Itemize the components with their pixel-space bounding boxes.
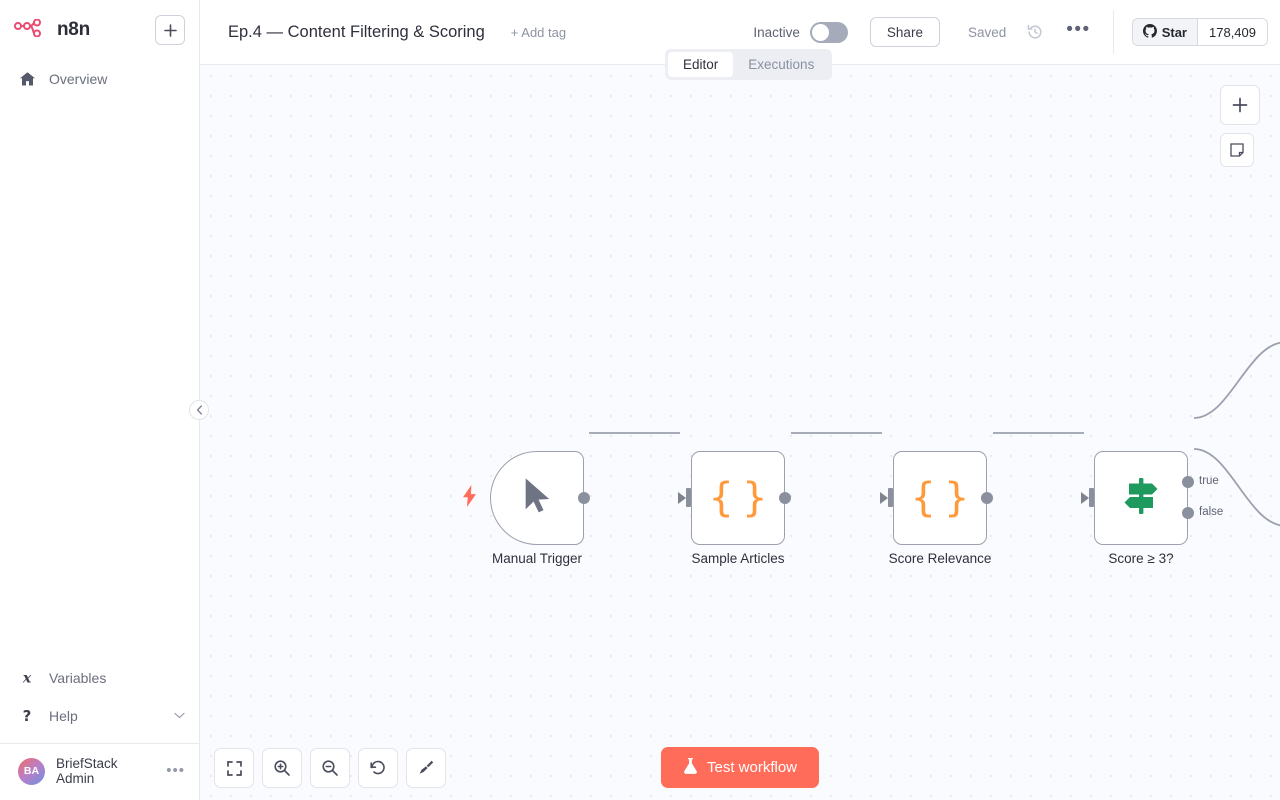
activation-state-label: Inactive [753,24,800,40]
node-body[interactable]: { } [893,451,987,545]
tidy-up-button[interactable] [406,748,446,788]
home-icon [18,71,36,87]
sidebar-item-variables-label: Variables [49,670,107,686]
share-button[interactable]: Share [869,17,940,47]
zoom-to-fit-button[interactable] [214,748,254,788]
code-braces-icon: { } [910,475,970,521]
svg-text:?: ? [23,708,32,724]
reset-zoom-button[interactable] [358,748,398,788]
main-area: Ep.4 — Content Filtering & Scoring + Add… [200,0,1280,800]
n8n-logo-icon [14,18,48,42]
workflow-graph: Manual Trigger { } Sample Articles [200,65,1280,800]
user-menu[interactable]: BA BriefStack Admin ••• [0,744,199,800]
node-body[interactable]: { } [691,451,785,545]
brand-name: n8n [57,19,90,40]
node-title: Score Relevance [888,551,992,566]
github-icon [1142,23,1157,41]
history-icon[interactable] [1026,23,1044,41]
trigger-bolt-icon [462,485,478,511]
workflow-canvas[interactable]: Manual Trigger { } Sample Articles [200,65,1280,800]
tab-executions[interactable]: Executions [748,57,815,72]
zoom-in-button[interactable] [262,748,302,788]
github-star-label: Star [1161,24,1187,40]
variable-icon: x [18,670,36,687]
canvas-top-controls [1220,85,1260,167]
header-divider [1112,10,1114,54]
output-label-true: true [1199,475,1219,487]
input-connector [1081,488,1094,507]
user-menu-dots-icon[interactable]: ••• [166,762,185,779]
sidebar-item-variables[interactable]: x Variables [0,659,199,697]
user-name: BriefStack Admin [56,756,118,786]
header-actions: Inactive Share Saved ••• [753,0,1280,64]
sidebar-header: n8n [0,0,199,46]
add-sticky-note-button[interactable] [1220,133,1254,167]
sidebar-nav: Overview [0,60,199,98]
github-star-button[interactable]: Star 178,409 [1131,18,1268,46]
node-manual-trigger[interactable]: Manual Trigger [490,451,590,566]
connection-edges [589,341,1280,526]
chevron-down-icon [174,711,185,722]
signpost-icon [1118,474,1164,523]
view-tabs: Editor Executions [665,49,833,80]
activate-workflow-toggle[interactable] [809,21,848,43]
output-connector-true[interactable] [1182,476,1194,488]
input-connector [880,488,893,507]
question-icon: ? [18,708,36,724]
flask-icon [683,757,698,778]
code-braces-icon: { } [708,475,768,521]
sidebar-item-help[interactable]: ? Help [0,697,199,735]
sidebar-item-overview[interactable]: Overview [0,60,199,98]
sidebar-collapse-handle[interactable] [189,400,209,420]
canvas-zoom-toolbar [214,748,446,788]
avatar: BA [18,757,45,785]
sidebar-divider [0,743,199,744]
zoom-out-button[interactable] [310,748,350,788]
node-score-check[interactable]: true false Score ≥ 3? [1081,451,1223,566]
add-node-button[interactable] [1220,85,1260,125]
sidebar-item-overview-label: Overview [49,71,108,87]
test-workflow-button[interactable]: Test workflow [660,747,820,788]
create-workflow-button[interactable] [155,15,185,45]
save-status-label: Saved [967,24,1007,40]
sidebar: n8n Overview x [0,0,200,800]
cursor-icon [520,476,554,521]
output-connector [578,492,590,504]
node-body[interactable] [490,451,584,545]
input-connector [678,488,691,507]
brand-logo[interactable]: n8n [14,18,90,42]
workflow-title[interactable]: Ep.4 — Content Filtering & Scoring [228,22,485,41]
output-connector [779,492,791,504]
github-star-count: 178,409 [1197,19,1267,45]
svg-text:x: x [22,671,32,687]
node-title: Sample Articles [691,551,785,566]
node-title: Manual Trigger [491,551,583,566]
test-workflow-label: Test workflow [706,759,798,776]
node-title: Score ≥ 3? [1108,551,1174,566]
node-sample-articles[interactable]: { } Sample Articles [678,451,791,566]
node-score-relevance[interactable]: { } Score Relevance [880,451,993,566]
sidebar-bottom: x Variables ? Help BA BriefSta [0,659,199,800]
add-tag-button[interactable]: + Add tag [510,24,567,40]
sidebar-item-help-label: Help [49,708,78,724]
workflow-more-menu-button[interactable]: ••• [1066,18,1091,40]
output-connector-false[interactable] [1182,507,1194,519]
output-connector [981,492,993,504]
node-body[interactable] [1094,451,1188,545]
tab-editor[interactable]: Editor [668,52,734,77]
output-label-false: false [1199,506,1224,518]
